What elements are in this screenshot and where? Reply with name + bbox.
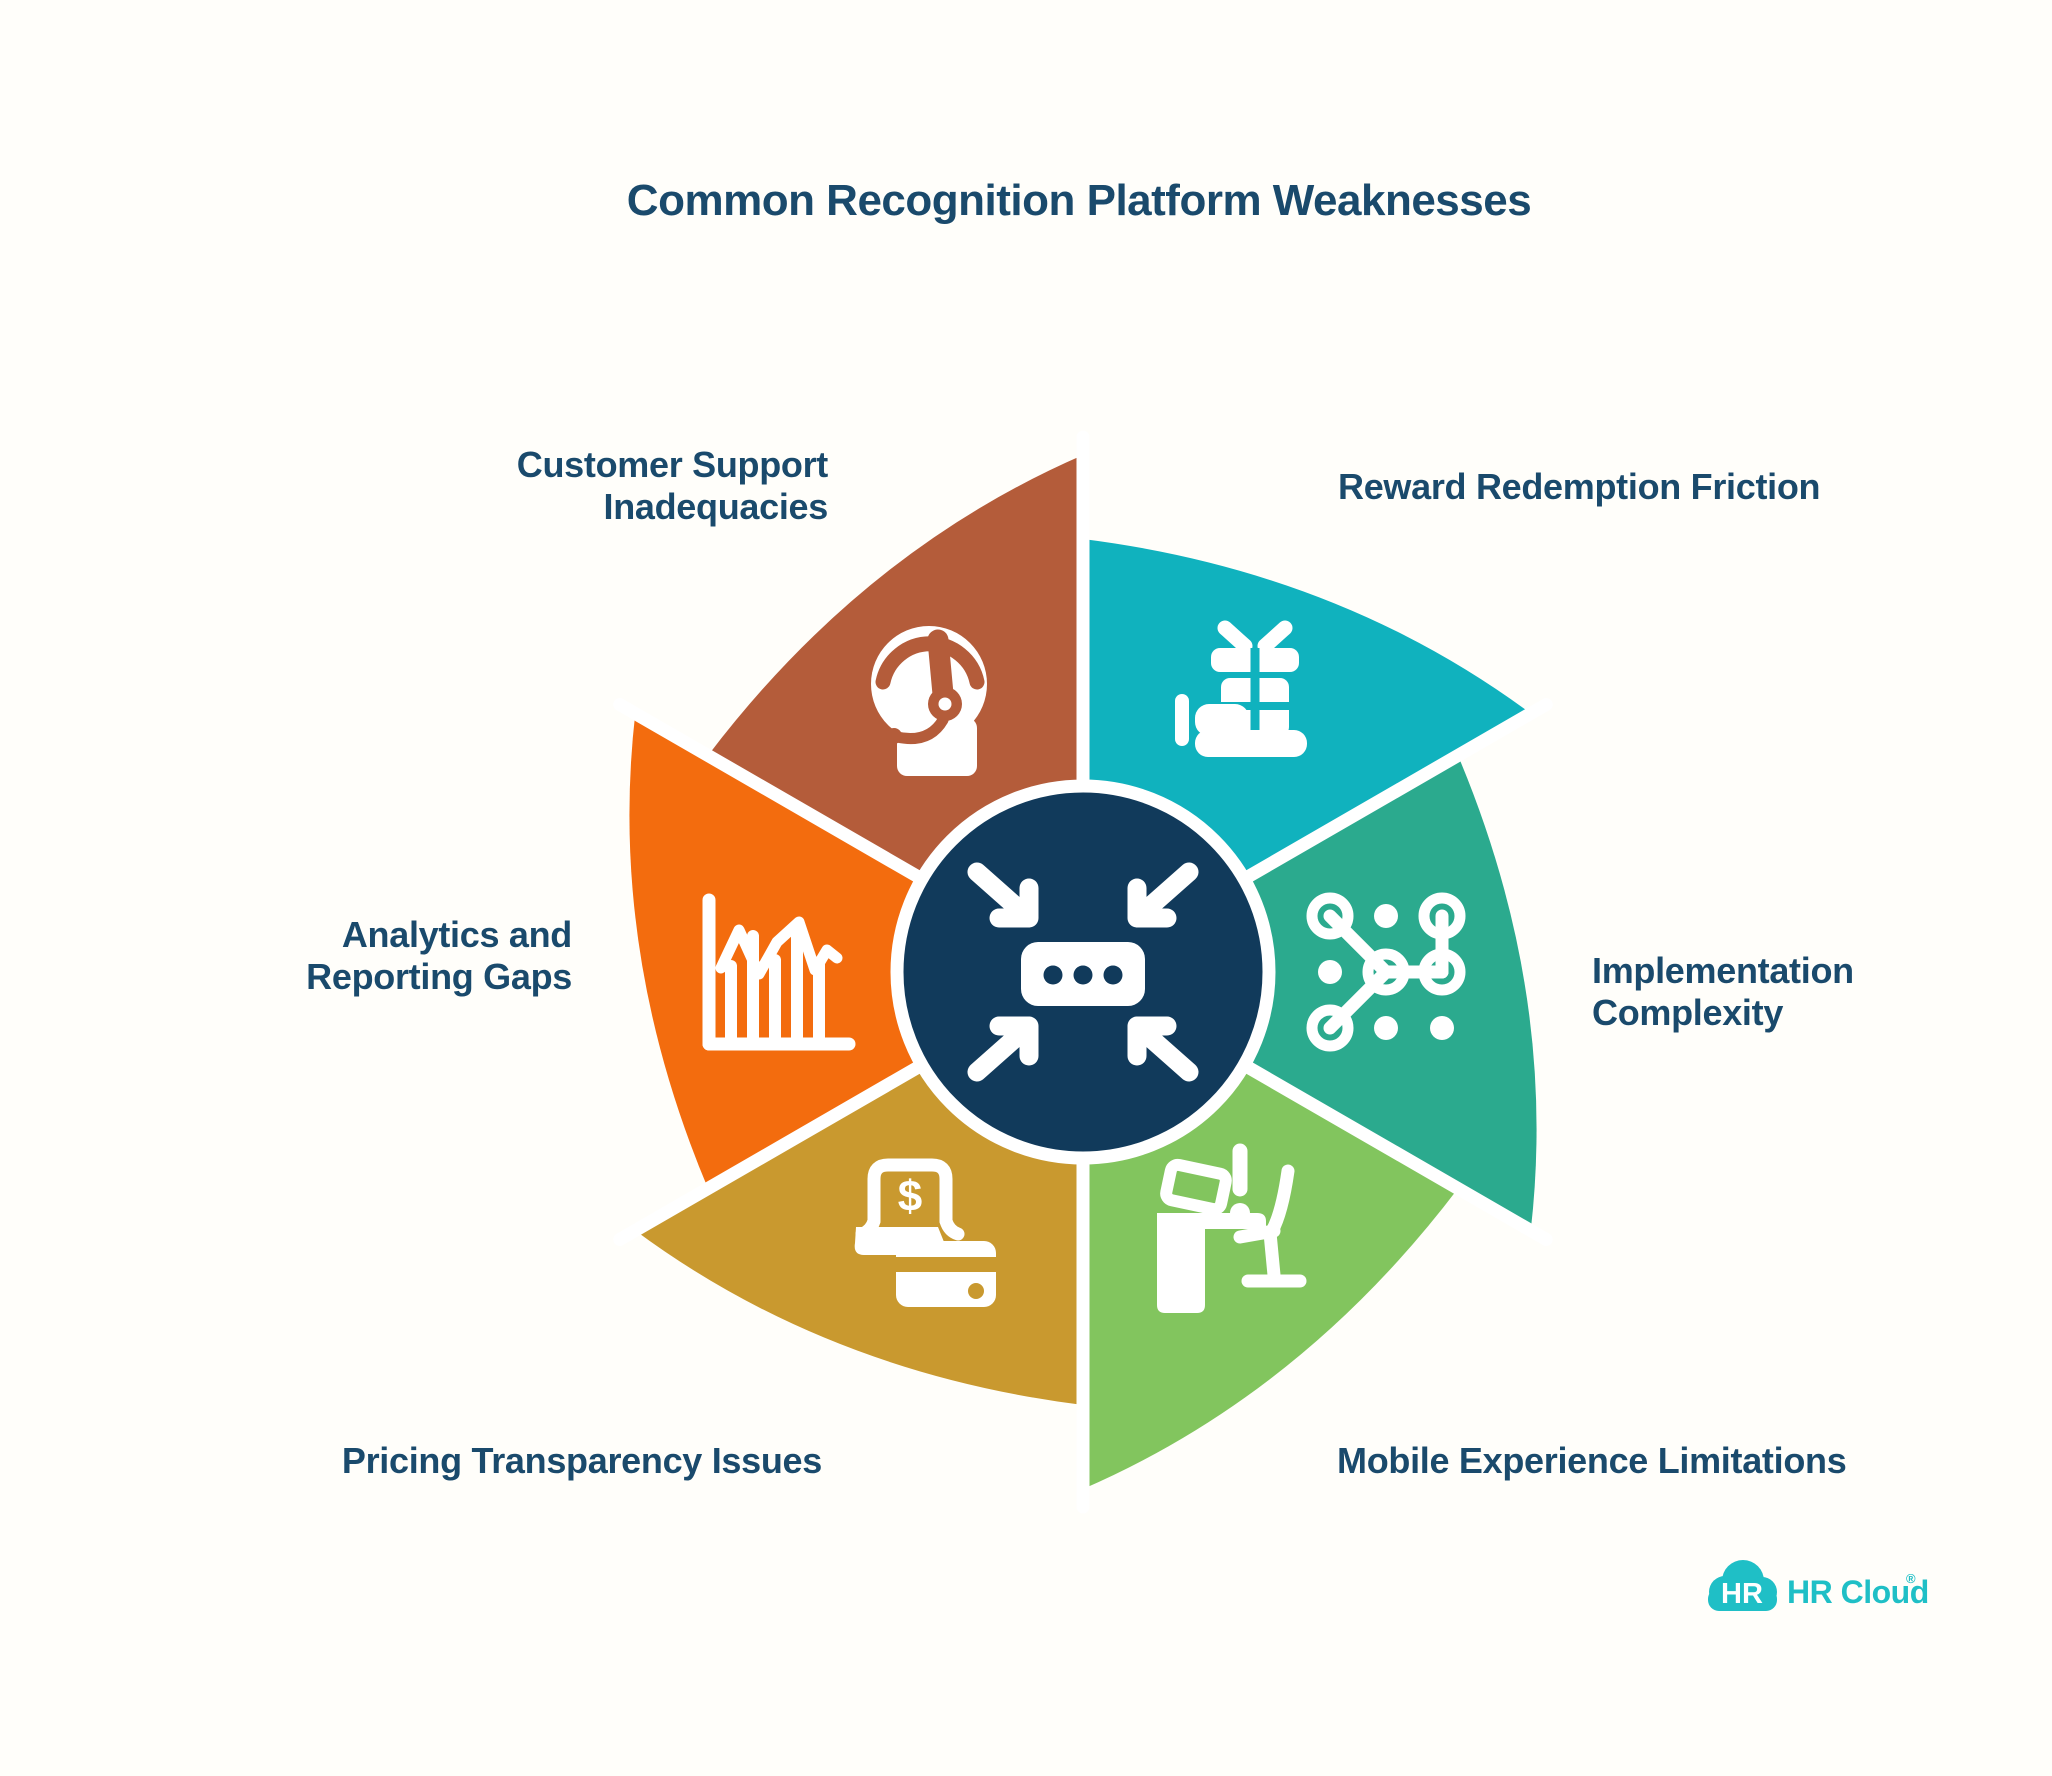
page-title: Common Recognition Platform Weaknesses [626,176,1532,225]
label-analytics: Analytics and Reporting Gaps [306,914,572,997]
logo-registered-mark: ® [1906,1571,1916,1586]
label-implementation: Implementation Complexity [1592,950,1854,1033]
label-reward-redemption: Reward Redemption Friction [1338,466,1821,507]
dollar-sign: $ [898,1172,922,1221]
desk-chair-icon [1157,1143,1307,1313]
blade-implementation [1083,755,1537,1231]
converge-arrows-message-icon [967,862,1199,1082]
label-pricing: Pricing Transparency Issues [341,1440,822,1481]
label-mobile-experience: Mobile Experience Limitations [1337,1440,1847,1481]
headset-support-icon [871,626,987,776]
laptop-payment-icon: $ [854,1158,996,1307]
network-nodes-icon [1306,892,1466,1052]
hr-cloud-logo: HR HR Cloud ® [1708,1560,1929,1611]
gift-hand-icon [1175,620,1307,757]
blade-analytics [629,713,1083,1189]
cloud-icon [1708,1560,1777,1611]
logo-wordmark: HR Cloud [1787,1574,1929,1610]
bar-chart-icon [702,893,856,1051]
logo-badge-text: HR [1721,1578,1763,1610]
label-customer-support: Customer Support Inadequacies [516,444,829,527]
